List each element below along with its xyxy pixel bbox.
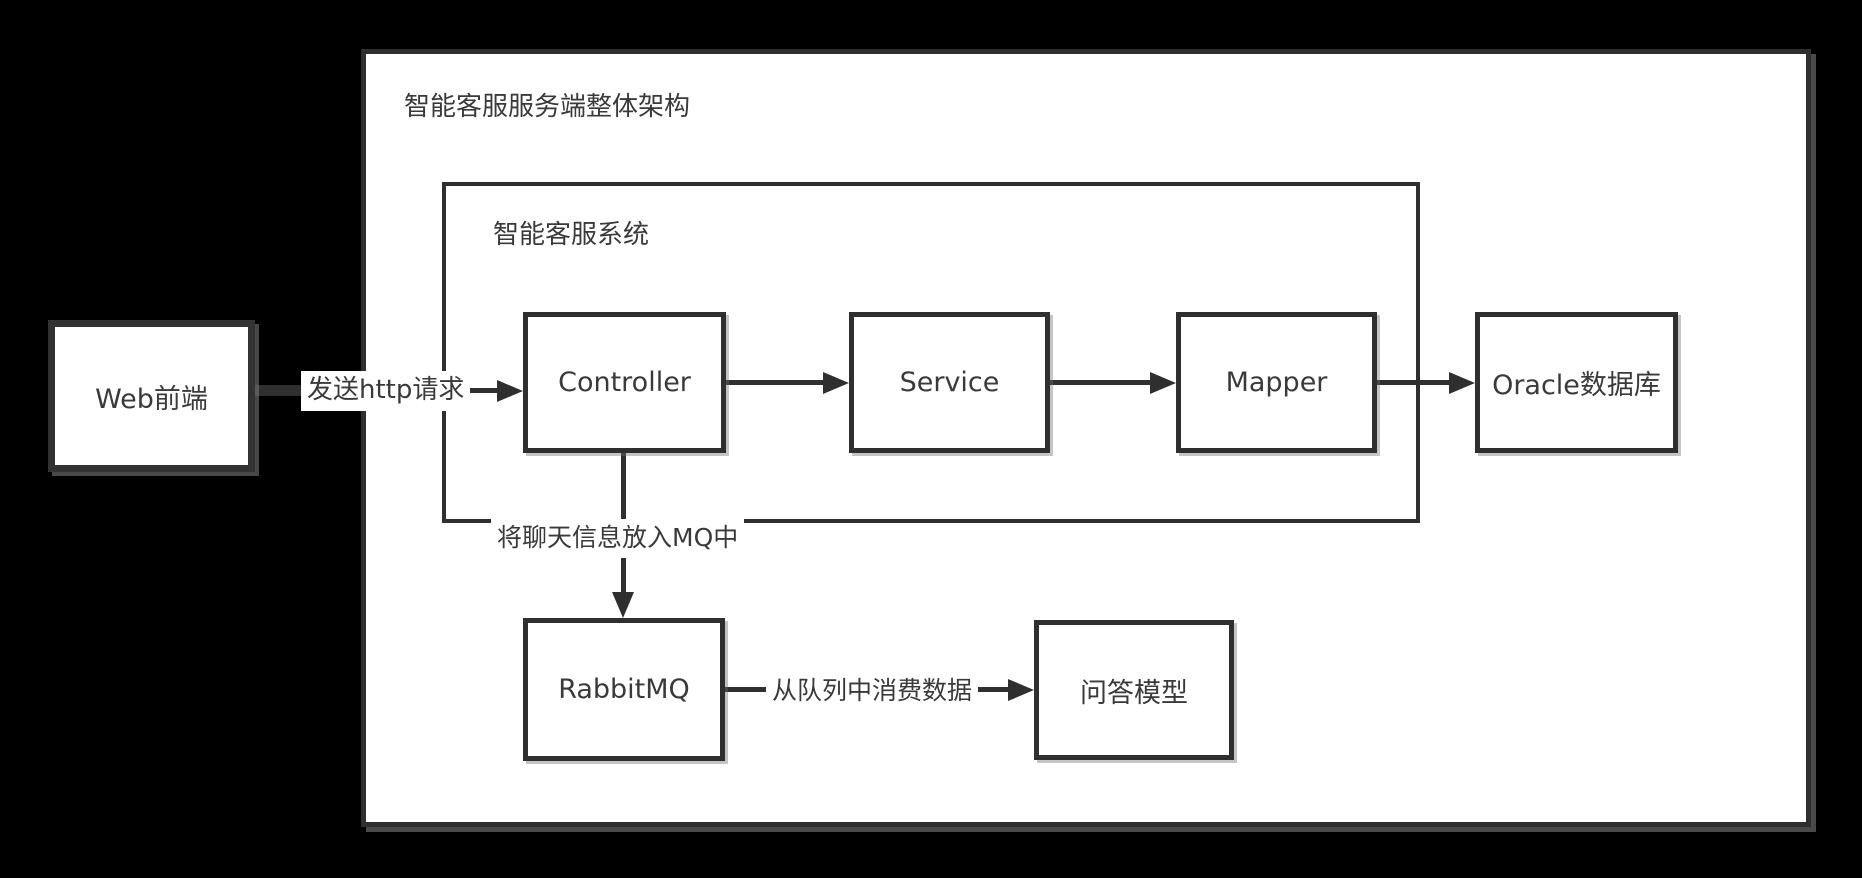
- node-qa-model-label: 问答模型: [1080, 677, 1188, 709]
- node-web-frontend-label: Web前端: [95, 383, 208, 415]
- edge-web-to-controller-thick-stub: [255, 385, 307, 396]
- arrowhead-right-icon: [1449, 372, 1475, 394]
- node-service-label: Service: [899, 367, 1000, 398]
- node-rabbitmq: RabbitMQ: [523, 618, 725, 761]
- inner-system-title: 智能客服系统: [493, 220, 650, 250]
- arrowhead-right-icon: [497, 380, 523, 402]
- arrowhead-right-icon: [1008, 679, 1034, 701]
- edge-controller-to-service-line: [726, 380, 826, 385]
- node-service: Service: [849, 312, 1050, 453]
- node-controller: Controller: [523, 312, 726, 453]
- edge-service-to-mapper-line: [1050, 380, 1153, 385]
- diagram-title: 智能客服服务端整体架构: [404, 92, 691, 122]
- node-rabbitmq-label: RabbitMQ: [558, 674, 690, 705]
- node-qa-model: 问答模型: [1034, 620, 1234, 760]
- arrowhead-down-icon: [612, 592, 634, 618]
- edge-mapper-to-oracle-line: [1377, 380, 1452, 385]
- arrowhead-right-icon: [823, 372, 849, 394]
- arrowhead-right-icon: [1150, 372, 1176, 394]
- edge-label-put-into-mq: 将聊天信息放入MQ中: [491, 519, 745, 558]
- node-mapper-label: Mapper: [1225, 367, 1328, 398]
- node-oracle-db: Oracle数据库: [1475, 312, 1678, 453]
- edge-label-http-request: 发送http请求: [301, 371, 471, 411]
- node-controller-label: Controller: [558, 367, 691, 398]
- node-web-frontend: Web前端: [48, 320, 255, 472]
- node-mapper: Mapper: [1176, 312, 1377, 453]
- node-oracle-db-label: Oracle数据库: [1492, 370, 1661, 401]
- edge-label-consume-queue: 从队列中消费数据: [766, 672, 979, 711]
